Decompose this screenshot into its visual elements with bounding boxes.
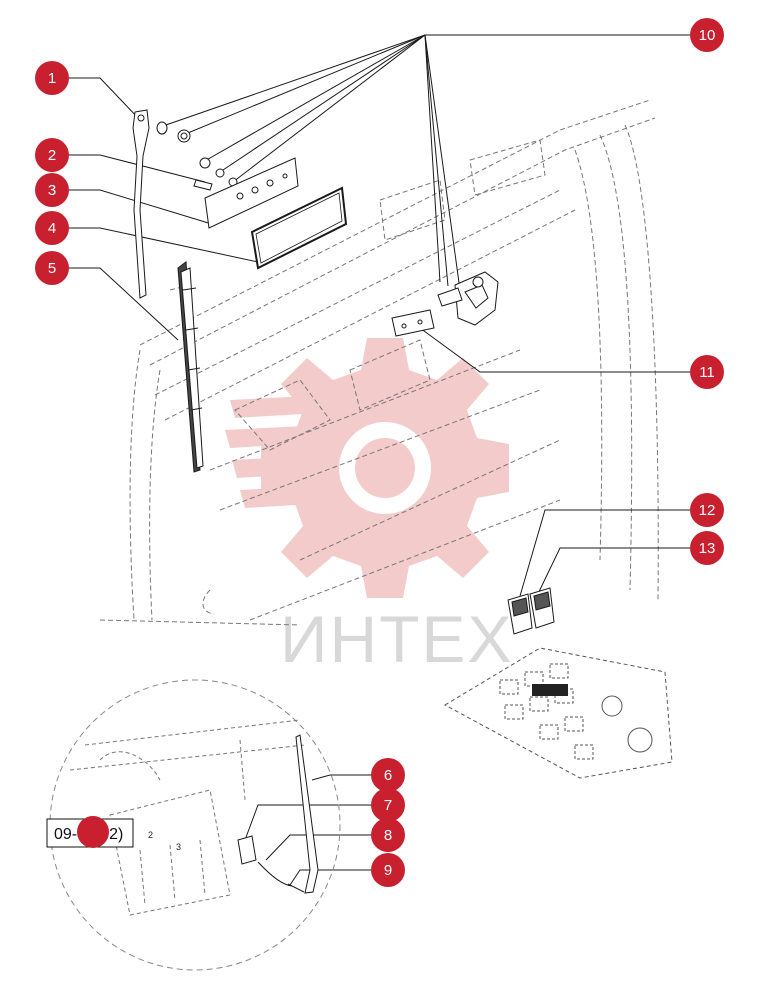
svg-text:10: 10 — [699, 27, 716, 44]
svg-text:1: 1 — [48, 70, 56, 87]
svg-text:9: 9 — [384, 862, 392, 879]
callout-5: 5 — [35, 251, 69, 285]
callout-10: 10 — [690, 18, 724, 52]
rocker-switches — [507, 587, 555, 635]
watermark-text: ИНТЕХ — [280, 602, 513, 676]
gasket — [250, 186, 348, 270]
svg-text:3: 3 — [48, 182, 56, 199]
svg-text:5: 5 — [48, 260, 56, 277]
wiper-blade — [177, 261, 204, 473]
svg-text:4: 4 — [48, 220, 56, 237]
callout-8: 8 — [371, 818, 405, 852]
callout-1: 1 — [35, 61, 69, 95]
console-panel — [443, 647, 673, 779]
detail-mark-2: 2 — [148, 830, 153, 840]
svg-text:2: 2 — [48, 147, 56, 164]
callout-7: 7 — [371, 788, 405, 822]
motor-bracket — [391, 309, 435, 337]
callout-4: 4 — [35, 211, 69, 245]
callout-6: 6 — [371, 758, 405, 792]
reference-marker-dot — [77, 816, 109, 848]
svg-text:13: 13 — [699, 540, 716, 557]
leader-lines — [60, 77, 690, 886]
svg-text:6: 6 — [384, 767, 392, 784]
wiper-motor — [437, 271, 499, 326]
detail-view: 2 3 — [49, 679, 341, 971]
svg-text:11: 11 — [699, 364, 715, 381]
mounting-plate — [204, 157, 299, 229]
callout-13: 13 — [690, 531, 724, 565]
svg-text:12: 12 — [699, 502, 716, 519]
callout-11: 11 — [690, 355, 724, 389]
detail-mark-3: 3 — [176, 842, 181, 852]
hardware-nuts-washers — [156, 121, 238, 191]
part10-leader-lines — [162, 34, 690, 291]
watermark-gear-logo — [225, 338, 509, 598]
callout-9: 9 — [371, 853, 405, 887]
wiper-arm — [132, 109, 150, 299]
svg-text:8: 8 — [384, 827, 392, 844]
callout-2: 2 — [35, 138, 69, 172]
cab-structure-outline — [99, 99, 659, 626]
callout-12: 12 — [690, 493, 724, 527]
callout-3: 3 — [35, 173, 69, 207]
svg-text:7: 7 — [384, 797, 392, 814]
